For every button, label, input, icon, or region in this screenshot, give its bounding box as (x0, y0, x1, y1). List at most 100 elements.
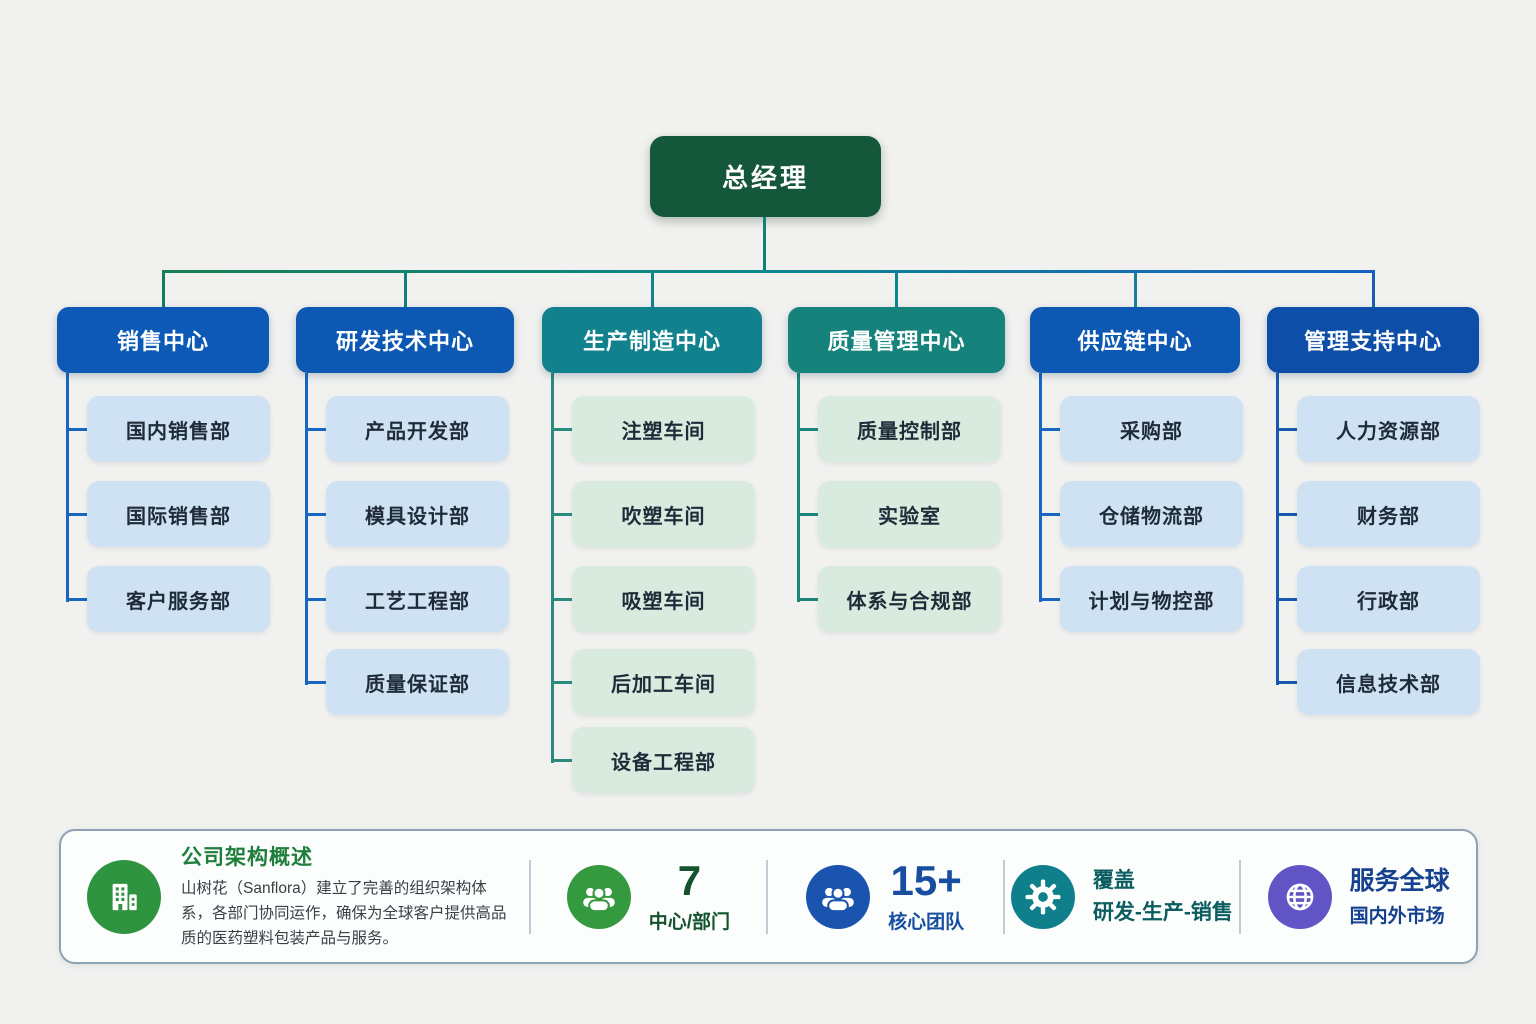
drop-line (1133, 273, 1137, 307)
org-department-node: 质量控制部 (818, 396, 1001, 462)
elbow-line (797, 427, 820, 431)
stat-value: 7 (677, 857, 702, 905)
section-divider (1239, 859, 1242, 934)
org-department-node: 国内销售部 (87, 396, 270, 462)
spine-line (797, 373, 800, 602)
drop-line (650, 273, 654, 307)
elbow-line (66, 427, 89, 431)
org-department-node: 客户服务部 (87, 566, 270, 632)
stat-text: 7 中心/部门 (649, 859, 730, 933)
elbow-line (66, 597, 89, 601)
spine-line (1276, 373, 1279, 685)
stat-text: 覆盖研发-生产-销售 (1093, 865, 1233, 928)
org-department-node: 注塑车间 (572, 396, 755, 462)
stat-label: 中心/部门 (648, 911, 731, 933)
elbow-line (1276, 597, 1299, 601)
org-department-node: 仓储物流部 (1060, 481, 1243, 547)
elbow-line (551, 597, 574, 601)
elbow-line (551, 680, 574, 684)
drop-line (1371, 273, 1375, 307)
overview-section: 公司架构概述 山树花（Sanflora）建立了完善的组织架构体系，各部门协同运作… (61, 831, 529, 962)
elbow-line (551, 512, 574, 516)
org-department-node: 吸塑车间 (572, 566, 755, 632)
elbow-line (1276, 680, 1299, 684)
elbow-line (305, 597, 328, 601)
distribution-bar-line (161, 270, 1375, 273)
spine-line (305, 373, 308, 685)
users-icon (822, 886, 854, 912)
building-icon (112, 883, 137, 910)
org-department-node: 行政部 (1297, 566, 1480, 632)
org-center-header: 管理支持中心 (1267, 307, 1479, 373)
stat-text: 15+ 核心团队 (888, 859, 964, 933)
org-department-node: 信息技术部 (1297, 649, 1480, 715)
spine-line (66, 373, 69, 602)
org-center-header: 研发技术中心 (296, 307, 514, 373)
stat-text: 服务全球国内外市场 (1350, 865, 1450, 928)
elbow-line (797, 512, 820, 516)
org-department-node: 设备工程部 (572, 727, 755, 793)
gear-icon (1010, 864, 1075, 929)
elbow-line (551, 427, 574, 431)
elbow-line (305, 427, 328, 431)
stat-label: 核心团队 (888, 911, 965, 933)
stat-section: 15+ 核心团队 (768, 831, 1003, 962)
globe-icon (1286, 883, 1313, 910)
org-department-node: 吹塑车间 (572, 481, 755, 547)
drop-line (161, 273, 165, 307)
elbow-line (1276, 512, 1299, 516)
section-divider (529, 859, 531, 934)
spine-line (551, 373, 554, 763)
org-department-node: 产品开发部 (326, 396, 509, 462)
elbow-line (1039, 512, 1062, 516)
stat-value: 服务全球 (1349, 867, 1450, 896)
elbow-line (1039, 597, 1062, 601)
trunk-line (762, 217, 766, 273)
elbow-line (551, 758, 574, 762)
org-center-header: 质量管理中心 (788, 307, 1005, 373)
org-department-node: 模具设计部 (326, 481, 509, 547)
summary-bar: 公司架构概述 山树花（Sanflora）建立了完善的组织架构体系，各部门协同运作… (59, 829, 1478, 964)
elbow-line (305, 512, 328, 516)
org-department-node: 工艺工程部 (326, 566, 509, 632)
org-department-node: 体系与合规部 (818, 566, 1001, 632)
stat-section: 覆盖研发-生产-销售 (1005, 831, 1240, 962)
root-node: 总经理 (650, 136, 881, 217)
elbow-line (305, 680, 328, 684)
elbow-line (1276, 427, 1299, 431)
elbow-line (1039, 427, 1062, 431)
org-department-node: 采购部 (1060, 396, 1243, 462)
org-department-node: 质量保证部 (326, 649, 509, 715)
section-divider (1002, 859, 1005, 934)
section-divider (765, 859, 768, 934)
users-icon (582, 886, 615, 912)
elbow-line (797, 597, 820, 601)
org-center-header: 销售中心 (57, 307, 269, 373)
stat-value: 15+ (890, 857, 962, 905)
overview-body: 山树花（Sanflora）建立了完善的组织架构体系，各部门协同运作，确保为全球客… (181, 880, 507, 947)
org-department-node: 实验室 (818, 481, 1001, 547)
stat-label: 国内外市场 (1349, 905, 1445, 927)
drop-line (403, 273, 407, 307)
org-center-header: 供应链中心 (1030, 307, 1240, 373)
stat-value: 覆盖 (1092, 869, 1135, 892)
overview-title: 公司架构概述 (181, 846, 313, 870)
org-department-node: 计划与物控部 (1060, 566, 1243, 632)
org-department-node: 人力资源部 (1297, 396, 1480, 462)
drop-line (895, 273, 898, 307)
users-icon (566, 864, 631, 929)
stat-section: 服务全球国内外市场 (1241, 831, 1476, 962)
org-department-node: 财务部 (1297, 481, 1480, 547)
org-department-node: 国际销售部 (87, 481, 270, 547)
users-icon (806, 864, 871, 929)
org-department-node: 后加工车间 (572, 649, 755, 715)
building-icon (87, 859, 161, 934)
stat-label: 研发-生产-销售 (1092, 900, 1233, 924)
org-center-header: 生产制造中心 (542, 307, 762, 373)
gear-icon (1025, 879, 1061, 914)
globe-icon (1267, 864, 1332, 929)
elbow-line (66, 512, 89, 516)
overview-text: 公司架构概述 山树花（Sanflora）建立了完善的组织架构体系，各部门协同运作… (181, 841, 515, 951)
spine-line (1039, 373, 1042, 602)
